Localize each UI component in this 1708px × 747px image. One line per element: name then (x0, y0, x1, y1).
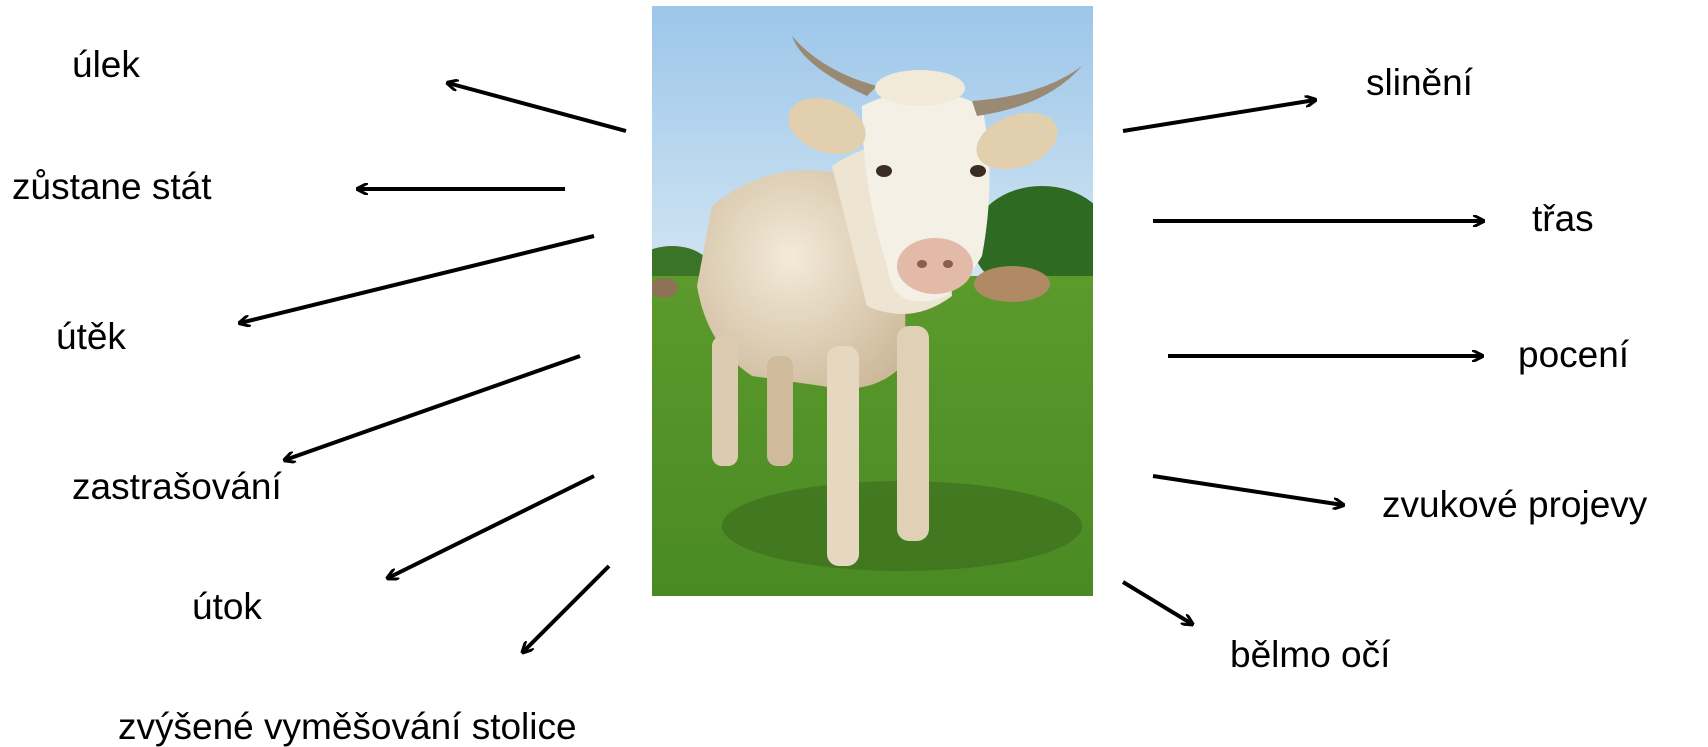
arrow-to-belmo (1121, 580, 1192, 624)
background-cow-left (652, 278, 678, 298)
cow-leg-back-right (767, 356, 793, 466)
cow-ear-left (788, 97, 866, 155)
cow-horn-right (972, 66, 1082, 116)
arrow-to-zvysene (523, 564, 611, 652)
label-zastrasovani: zastrašování (72, 466, 282, 507)
cow-nostril-right (943, 260, 953, 268)
label-poceni: pocení (1518, 334, 1630, 375)
label-belmo: bělmo očí (1230, 634, 1391, 675)
label-utok: útok (192, 586, 262, 627)
label-zustane-stat: zůstane stát (12, 166, 212, 207)
arrow-to-slineni (1122, 100, 1315, 133)
arrow-to-ulek (448, 83, 627, 133)
cow-illustration (652, 6, 1093, 596)
label-zvysene: zvýšené vyměšování stolice (118, 706, 577, 747)
background-cow (974, 266, 1050, 302)
cow-horn-left (792, 36, 877, 96)
label-utek: útěk (56, 316, 126, 357)
label-ulek: úlek (72, 44, 140, 85)
cow-leg-back-left (712, 336, 738, 466)
cow-eye-right (970, 165, 986, 177)
cow-tuft (875, 70, 965, 106)
label-tras: třas (1532, 198, 1594, 239)
arrow-to-zastrasovani (285, 354, 581, 460)
label-slineni: slinění (1366, 62, 1473, 103)
arrow-to-utok (388, 474, 595, 578)
cow-eye-left (876, 165, 892, 177)
cow-leg-front-left (827, 346, 859, 566)
cow-muzzle (897, 238, 973, 294)
cow-photo (652, 6, 1093, 596)
cow-leg-front-right (897, 326, 929, 541)
label-zvukove: zvukové projevy (1382, 484, 1648, 525)
arrow-to-zvukove (1152, 474, 1343, 505)
arrow-to-utek (240, 234, 595, 323)
cow-nostril-left (917, 260, 927, 268)
cow-ear-right (976, 112, 1058, 170)
